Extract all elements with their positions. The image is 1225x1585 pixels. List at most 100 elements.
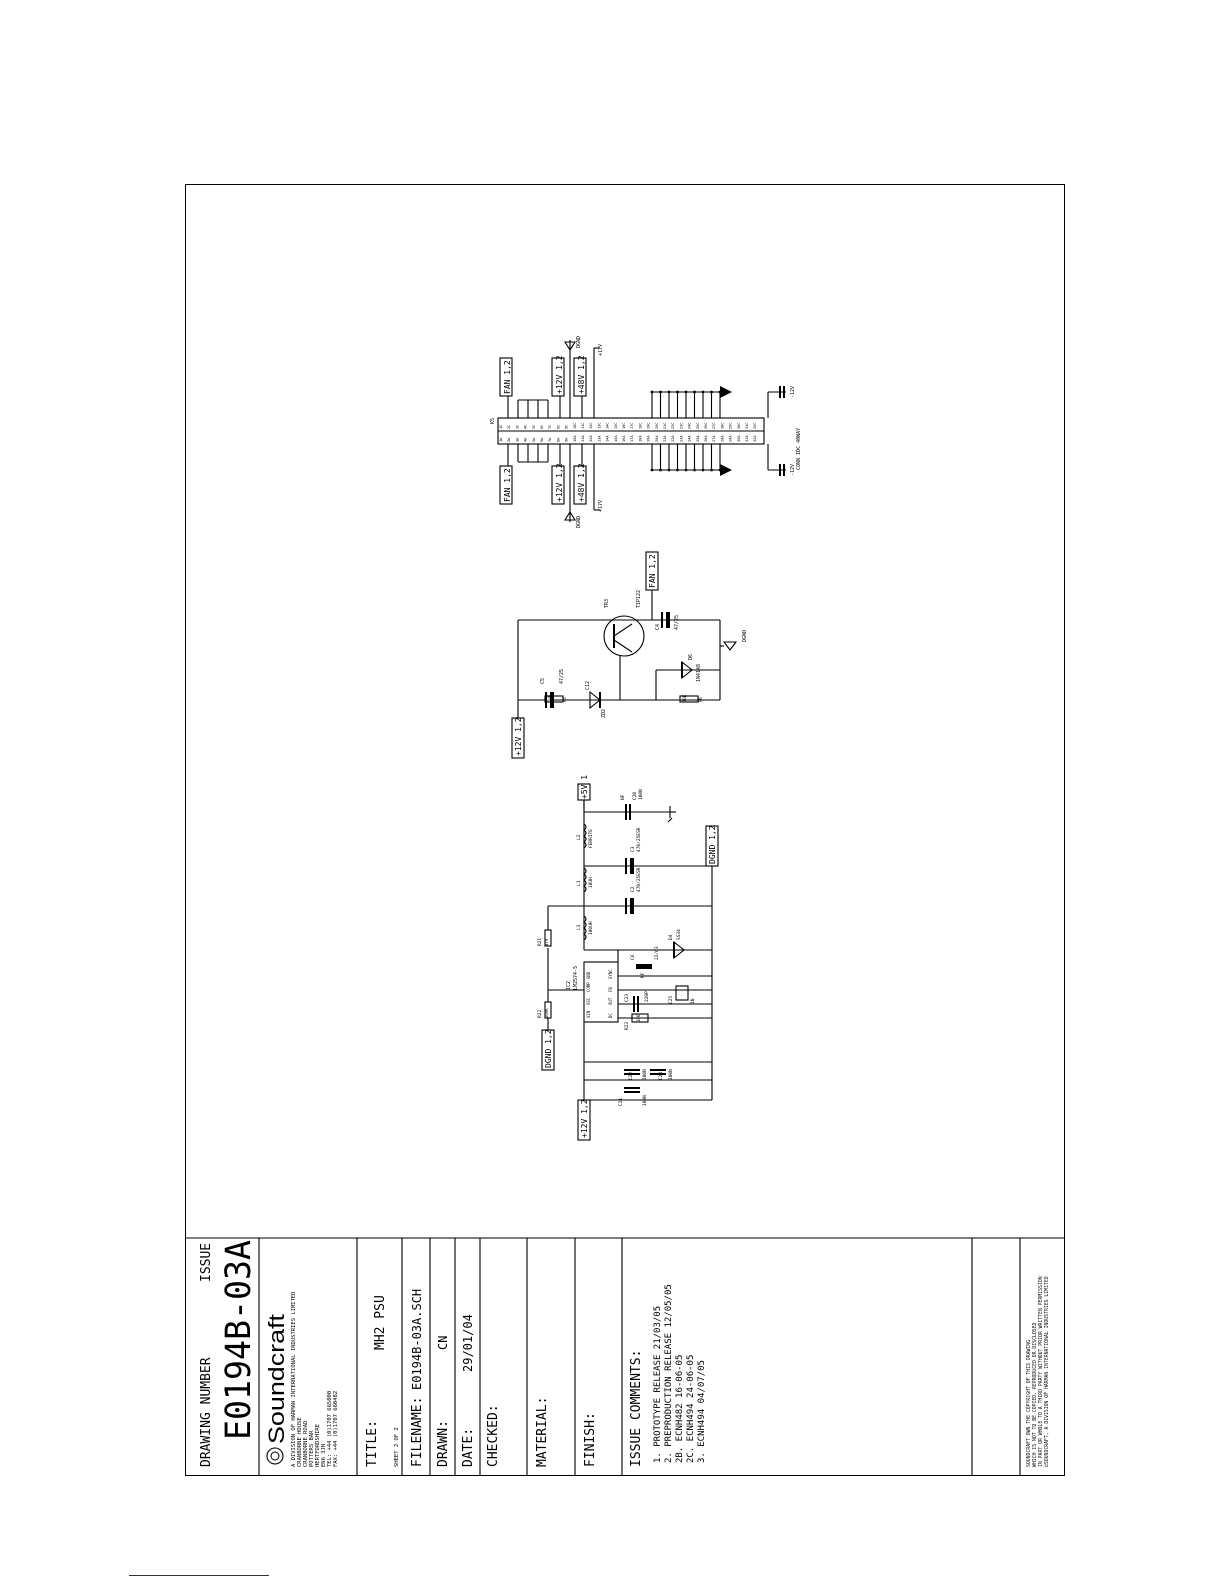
bus-junction: [659, 468, 662, 472]
p48v-net-label: +48V 1,2: [577, 355, 586, 394]
drawing-number: E0194B-03A: [219, 1240, 259, 1440]
l3-ref: L3: [576, 924, 582, 930]
r6-value: 10K: [682, 694, 687, 702]
connector-ref: K5: [490, 418, 496, 424]
c4-value: 47/25: [674, 615, 680, 630]
tr3-ref: TR3: [604, 599, 610, 608]
address-line: EN6 3JN: [321, 1444, 327, 1467]
ic-type: LM2574-5: [573, 966, 579, 990]
connector-pin-c: 14C: [606, 423, 610, 430]
footer-link-underline[interactable]: [129, 1575, 269, 1576]
p48v-net-label: +48V 1,2: [577, 463, 586, 502]
bus-junction: [684, 468, 688, 472]
address-line: A DIVISION OF HARMAN INTERNATIONAL INDUS…: [291, 1292, 297, 1468]
connector-pin-a: 25A: [696, 435, 700, 442]
issue-comments-label: ISSUE COMMENTS:: [629, 1350, 644, 1467]
drawn-value: CN: [436, 1336, 450, 1350]
bus-junction: [701, 390, 705, 394]
connector-pin-c: 19C: [647, 423, 651, 430]
checked-label: CHECKED:: [486, 1404, 501, 1467]
connector-pin-a: 26A: [704, 435, 708, 442]
filename-value: E0194B-03A.SCH: [410, 1289, 424, 1390]
r5-value: 10K: [547, 694, 552, 702]
connector-pin-c: 8C: [556, 425, 560, 429]
connector-pin-a: 27A: [712, 435, 716, 442]
connector-pin-a: 31A: [745, 435, 749, 442]
connector-pin-c: 13C: [597, 423, 601, 430]
c25-value: 1N: [690, 998, 696, 1004]
connector-pin-a: 11A: [581, 435, 585, 442]
l2-value: FERRITE: [588, 829, 594, 848]
connector-pin-c: 32C: [753, 423, 757, 430]
bus-junction: [659, 390, 662, 394]
dgnd-label: DGND: [576, 516, 582, 528]
address-line: POTTERS BAR: [309, 1430, 315, 1467]
fan-net-label: FAN 1,2: [648, 554, 657, 588]
copyright-line: IN PART OR WHOLE TO A THIRD PARTY WITHOU…: [1038, 1276, 1044, 1467]
connector-pin-a: 23A: [679, 435, 683, 442]
zd2-ref: ZD2: [601, 709, 607, 718]
dgnd-label: DGND: [742, 630, 748, 642]
ic-pin-label: GND: [586, 971, 591, 979]
bus-junction: [710, 390, 713, 394]
bus-junction: [693, 468, 696, 472]
ic-pin-label: COMP: [586, 982, 591, 992]
bus-junction: [667, 468, 671, 472]
c5-ref: C5: [540, 678, 546, 684]
p12v-net-label: +12V 1,2: [580, 1099, 589, 1138]
p12v-net-label: +12V 1,2: [555, 355, 564, 394]
issue-comment: 2B. ECNH482 16-06-05: [675, 1355, 685, 1463]
connector-pin-c: 31C: [745, 423, 749, 430]
connector-pin-c: 18C: [638, 423, 642, 430]
connector-pin-c: 21C: [663, 423, 667, 430]
issue-comment: 1. PROTOTYPE RELEASE 21/03/05: [653, 1306, 663, 1463]
address-line: CRANBORNE HOUSE: [297, 1417, 303, 1467]
nf-ref: NF: [640, 972, 646, 978]
date-value: 29/01/04: [461, 1314, 475, 1372]
connector-pin-a: 3A: [515, 437, 519, 442]
ic-pin-label: VIN: [586, 1010, 591, 1018]
connector-pin-a: 32A: [753, 435, 757, 442]
connector-pin-c: 25C: [696, 423, 700, 430]
title-label: TITLE:: [365, 1420, 380, 1467]
dgnd-in-label: DGND 1,2: [544, 1029, 553, 1068]
p17v-label: +17V: [598, 500, 604, 512]
l2-ref: L2: [576, 834, 582, 840]
zd2-value: C12: [585, 681, 591, 690]
address-line: HERTFORDSHIRE: [315, 1424, 321, 1467]
copyright-line: ©SOUNDCRAFT, A DIVISION OF HARMAN INTERN…: [1044, 1276, 1050, 1467]
c22-value: 100N: [642, 1069, 648, 1080]
r22-value: 100K: [544, 1008, 549, 1018]
connector-pin-a: 8A: [556, 437, 560, 442]
d6-ref: D6: [688, 654, 694, 660]
l3-value: 100UH: [588, 921, 594, 935]
ic-pin-label: DC: [608, 1013, 613, 1018]
c21-value: 100N: [642, 1095, 648, 1106]
c20-ref: C20: [632, 792, 638, 800]
connector-pin-c: 27C: [712, 423, 716, 430]
connector-ground-bus: [650, 390, 722, 472]
issue-comment: 2C. ECNH494 24-06-05: [686, 1355, 696, 1463]
address-line: TEL: +44 (0)1707 665000: [327, 1391, 333, 1467]
m12v-label: -12V: [790, 386, 796, 398]
connector-pin-a: 6A: [540, 437, 544, 442]
connector-pin-a: 5A: [532, 437, 536, 442]
connector-pin-a: 15A: [614, 435, 618, 442]
l1-ref: L1: [576, 880, 582, 886]
finish-label: FINISH:: [583, 1412, 598, 1467]
connector-pin-c: 29C: [729, 423, 733, 430]
connector-pin-a: 2A: [507, 437, 511, 442]
connector-pin-a: 29A: [729, 435, 733, 442]
p12v-net-label: +12V 1,2: [555, 463, 564, 502]
connector-pin-a: 10A: [573, 435, 577, 442]
ic-pin-label: FB: [608, 987, 613, 992]
issue-comment: 2. PREPRODUCTION RELEASE 12/05/05: [664, 1284, 674, 1463]
company-address: A DIVISION OF HARMAN INTERNATIONAL INDUS…: [291, 1292, 339, 1468]
c23-ref: C23: [624, 994, 630, 1002]
p17v-label: +17V: [598, 344, 604, 356]
connector-pin-c: 17C: [630, 423, 634, 430]
connector-pin-c: 10C: [573, 423, 577, 430]
c2-value: 470/25ESR: [636, 867, 642, 892]
connector-pin-c: 22C: [671, 423, 675, 430]
